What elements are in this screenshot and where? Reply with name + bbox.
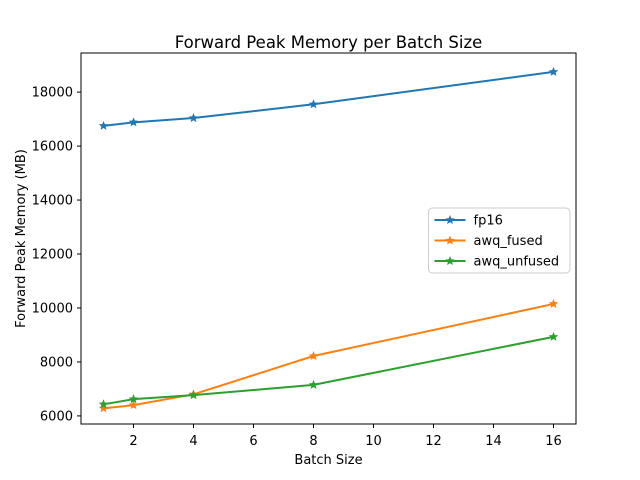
y-tick-label: 14000 — [32, 194, 73, 209]
data-point-marker-awq_unfused — [308, 379, 319, 389]
x-tick-label: 12 — [425, 434, 442, 449]
data-point-marker-awq_unfused — [98, 399, 109, 409]
series-line-awq_unfused — [102, 335, 555, 406]
x-tick-label: 6 — [249, 434, 257, 449]
data-point-marker-fp16 — [128, 117, 139, 127]
data-point-marker-awq_unfused — [548, 331, 559, 341]
y-tick-label: 16000 — [32, 140, 73, 155]
y-tick-label: 8000 — [40, 355, 73, 370]
legend-sample-marker-awq_fused — [445, 235, 455, 245]
data-point-marker-awq_fused — [128, 400, 139, 410]
y-tick-label: 12000 — [32, 248, 73, 263]
data-point-marker-awq_fused — [308, 351, 319, 361]
y-tick-label: 6000 — [40, 409, 73, 424]
plot-area: 2 4 6 8 10 12 14 16 6000 8000 10000 12000 14000 16000… — [32, 52, 577, 449]
data-point-marker-awq_unfused — [128, 394, 139, 404]
legend-box — [428, 207, 571, 274]
x-tick-label: 2 — [129, 434, 137, 449]
x-axis-label: Batch Size — [294, 453, 362, 468]
legend-label-fp16: fp16 — [474, 214, 503, 229]
legend-sample-marker-awq_unfused — [445, 256, 455, 266]
y-tick-label: 10000 — [32, 301, 73, 316]
data-point-marker-awq_fused — [548, 298, 559, 308]
data-point-marker-fp16 — [188, 113, 199, 123]
y-axis-label: Forward Peak Memory (MB) — [14, 149, 29, 328]
data-point-marker-fp16 — [548, 66, 559, 76]
data-point-marker-awq_fused — [98, 403, 109, 413]
legend-label-awq_unfused: awq_unfused — [474, 255, 560, 270]
plot-border — [80, 52, 577, 425]
x-tick-label: 16 — [545, 434, 562, 449]
data-point-marker-awq_unfused — [188, 390, 199, 400]
data-point-marker-fp16 — [308, 99, 319, 109]
series-line-fp16 — [102, 70, 555, 127]
x-tick-label: 14 — [485, 434, 502, 449]
y-tick-label: 18000 — [32, 86, 73, 101]
series-line-awq_fused — [102, 302, 555, 410]
legend-sample-marker-fp16 — [445, 215, 455, 225]
chart-title: Forward Peak Memory per Batch Size — [175, 33, 483, 52]
data-point-marker-fp16 — [98, 120, 109, 130]
x-tick-label: 8 — [309, 434, 317, 449]
x-tick-label: 4 — [189, 434, 197, 449]
legend-label-awq_fused: awq_fused — [474, 234, 543, 249]
x-tick-label: 10 — [365, 434, 382, 449]
